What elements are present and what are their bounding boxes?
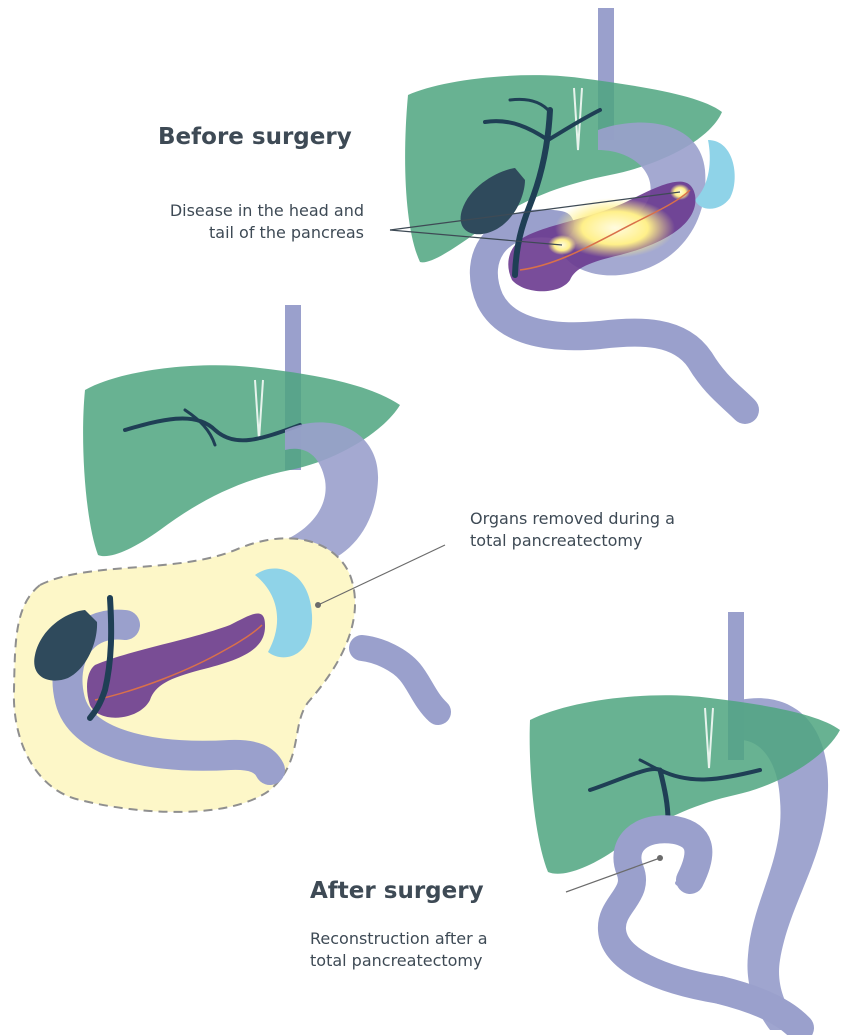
disease-label-line-1: Disease in the head and xyxy=(108,200,364,222)
disease-label-line-2: tail of the pancreas xyxy=(108,222,364,244)
removed-label-line-1: Organs removed during a xyxy=(470,508,675,530)
intestine-outflow xyxy=(720,990,800,1028)
reconstruction-pointer-dot xyxy=(657,855,663,861)
removal-illustration xyxy=(14,305,445,812)
reconstruction-label: Reconstruction after a total pancreatect… xyxy=(310,928,488,972)
removed-pointer-dot xyxy=(315,602,321,608)
disease-label: Disease in the head and tail of the panc… xyxy=(108,200,364,244)
jejunal-stump xyxy=(675,878,701,888)
removed-label-line-2: total pancreatectomy xyxy=(470,530,675,552)
jejunal-loop xyxy=(612,829,720,990)
removed-label: Organs removed during a total pancreatec… xyxy=(470,508,675,552)
after-surgery-illustration xyxy=(530,612,840,1030)
before-surgery-heading: Before surgery xyxy=(158,124,352,150)
reconstruction-label-line-1: Reconstruction after a xyxy=(310,928,488,950)
after-surgery-heading: After surgery xyxy=(310,878,484,904)
reconstruction-label-line-2: total pancreatectomy xyxy=(310,950,488,972)
before-surgery-illustration xyxy=(390,8,745,410)
jejunum-remnant xyxy=(362,648,438,712)
